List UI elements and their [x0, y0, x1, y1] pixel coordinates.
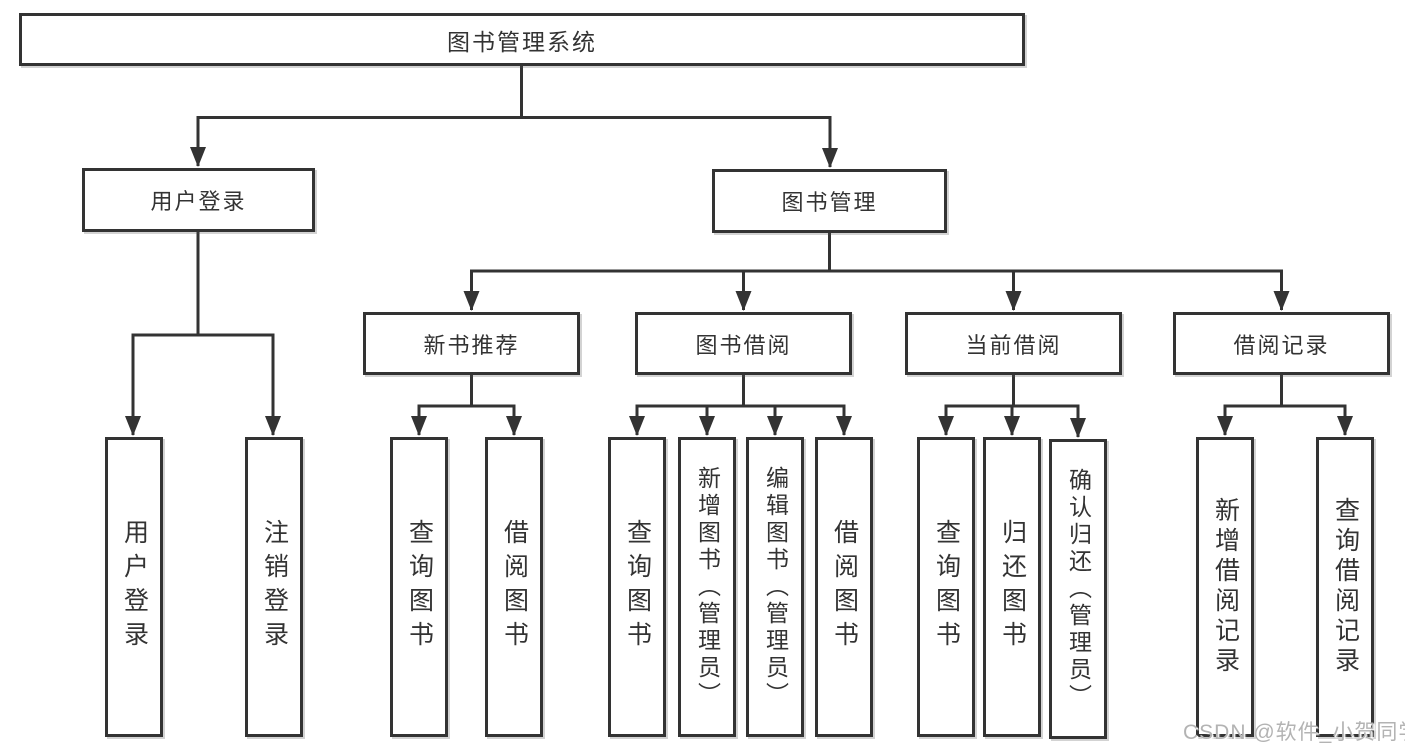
leaf-query-borrow-record: 查询借阅记录 [1316, 437, 1374, 737]
leaf-logout: 注销登录 [245, 437, 303, 737]
leaf-user-login: 用户登录 [105, 437, 163, 737]
leaf-borrow-book: 借阅图书 [815, 437, 873, 737]
leaf-current-query-book: 查询图书 [917, 437, 975, 737]
leaf-add-book-admin: 新增图书（管理员） [678, 437, 736, 737]
leaf-confirm-return-admin: 确认归还（管理员） [1049, 439, 1107, 739]
leaf-add-borrow-record: 新增借阅记录 [1196, 437, 1254, 737]
node-book-mgmt-branch: 图书管理 [712, 169, 947, 233]
leaf-return-book: 归还图书 [983, 437, 1041, 737]
leaf-recommend-borrow-book: 借阅图书 [485, 437, 543, 737]
csdn-watermark: CSDN @软件_小贺同学 [1183, 721, 1405, 744]
node-book-borrow: 图书借阅 [635, 312, 852, 375]
node-new-book-recommend: 新书推荐 [363, 312, 580, 375]
leaf-borrow-query-book: 查询图书 [608, 437, 666, 737]
node-root-system: 图书管理系统 [19, 13, 1025, 66]
leaf-recommend-query-book: 查询图书 [390, 437, 448, 737]
node-user-login-branch: 用户登录 [82, 168, 315, 232]
leaf-edit-book-admin: 编辑图书（管理员） [746, 437, 804, 737]
node-borrow-record: 借阅记录 [1173, 312, 1390, 375]
node-current-borrow: 当前借阅 [905, 312, 1122, 375]
